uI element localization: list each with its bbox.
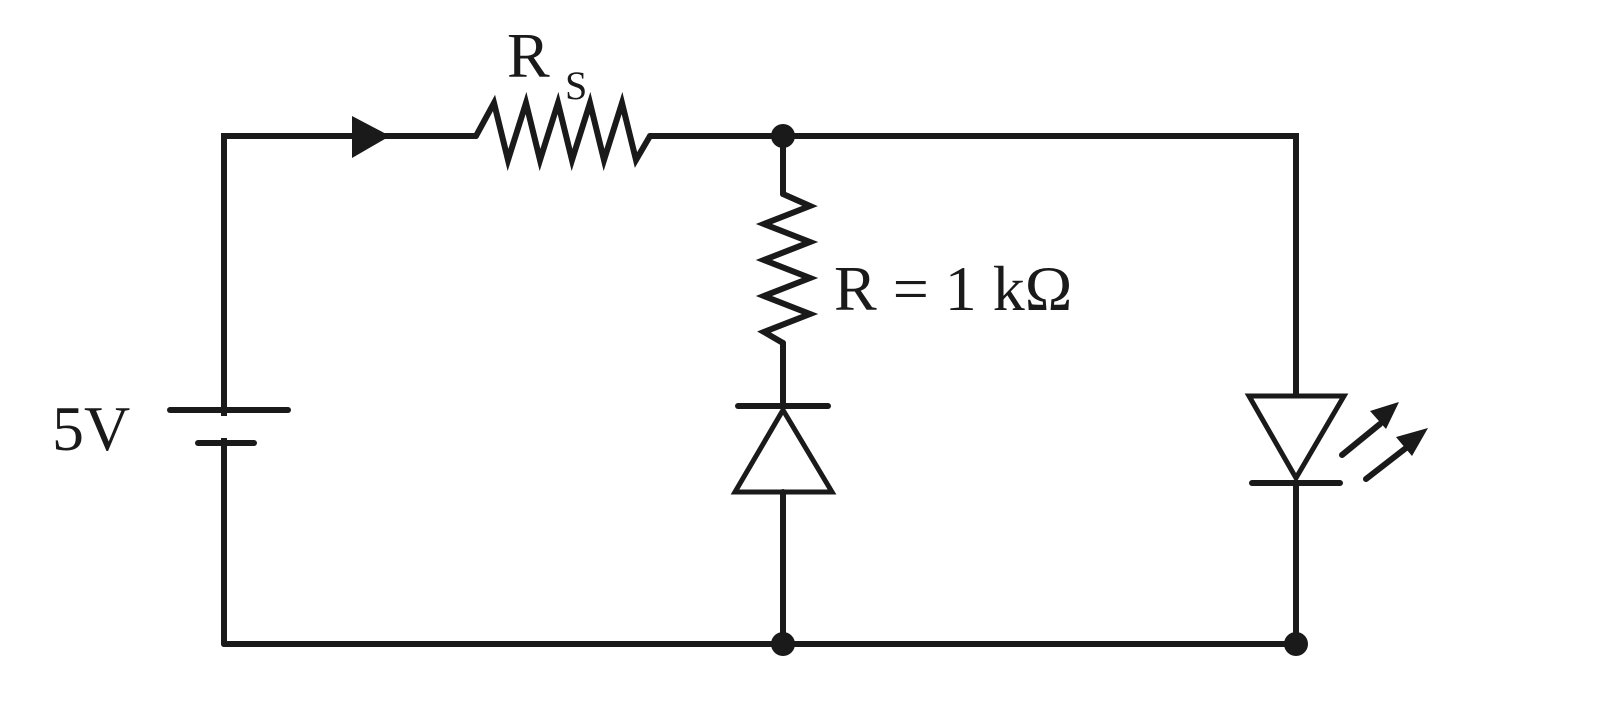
shunt-resistor [755,191,819,346]
series-resistor-label: R [507,20,550,91]
led-arrow-2-head [1396,428,1428,456]
series-resistor-subscript: S [565,63,587,108]
current-arrow [352,116,390,158]
led-arrow-1-head [1370,402,1399,429]
led-arrow-1 [1339,421,1383,458]
led-triangle [1244,393,1349,483]
shunt-resistor-label: R = 1 kΩ [834,253,1072,324]
wire-top-left [221,133,479,637]
wire-top-right [647,133,1299,397]
led-arrow-2 [1363,445,1409,482]
battery-label: 5V [52,393,130,464]
series-resistor [473,91,653,172]
diode-triangle [730,405,837,495]
battery-gap-mask [214,416,234,438]
